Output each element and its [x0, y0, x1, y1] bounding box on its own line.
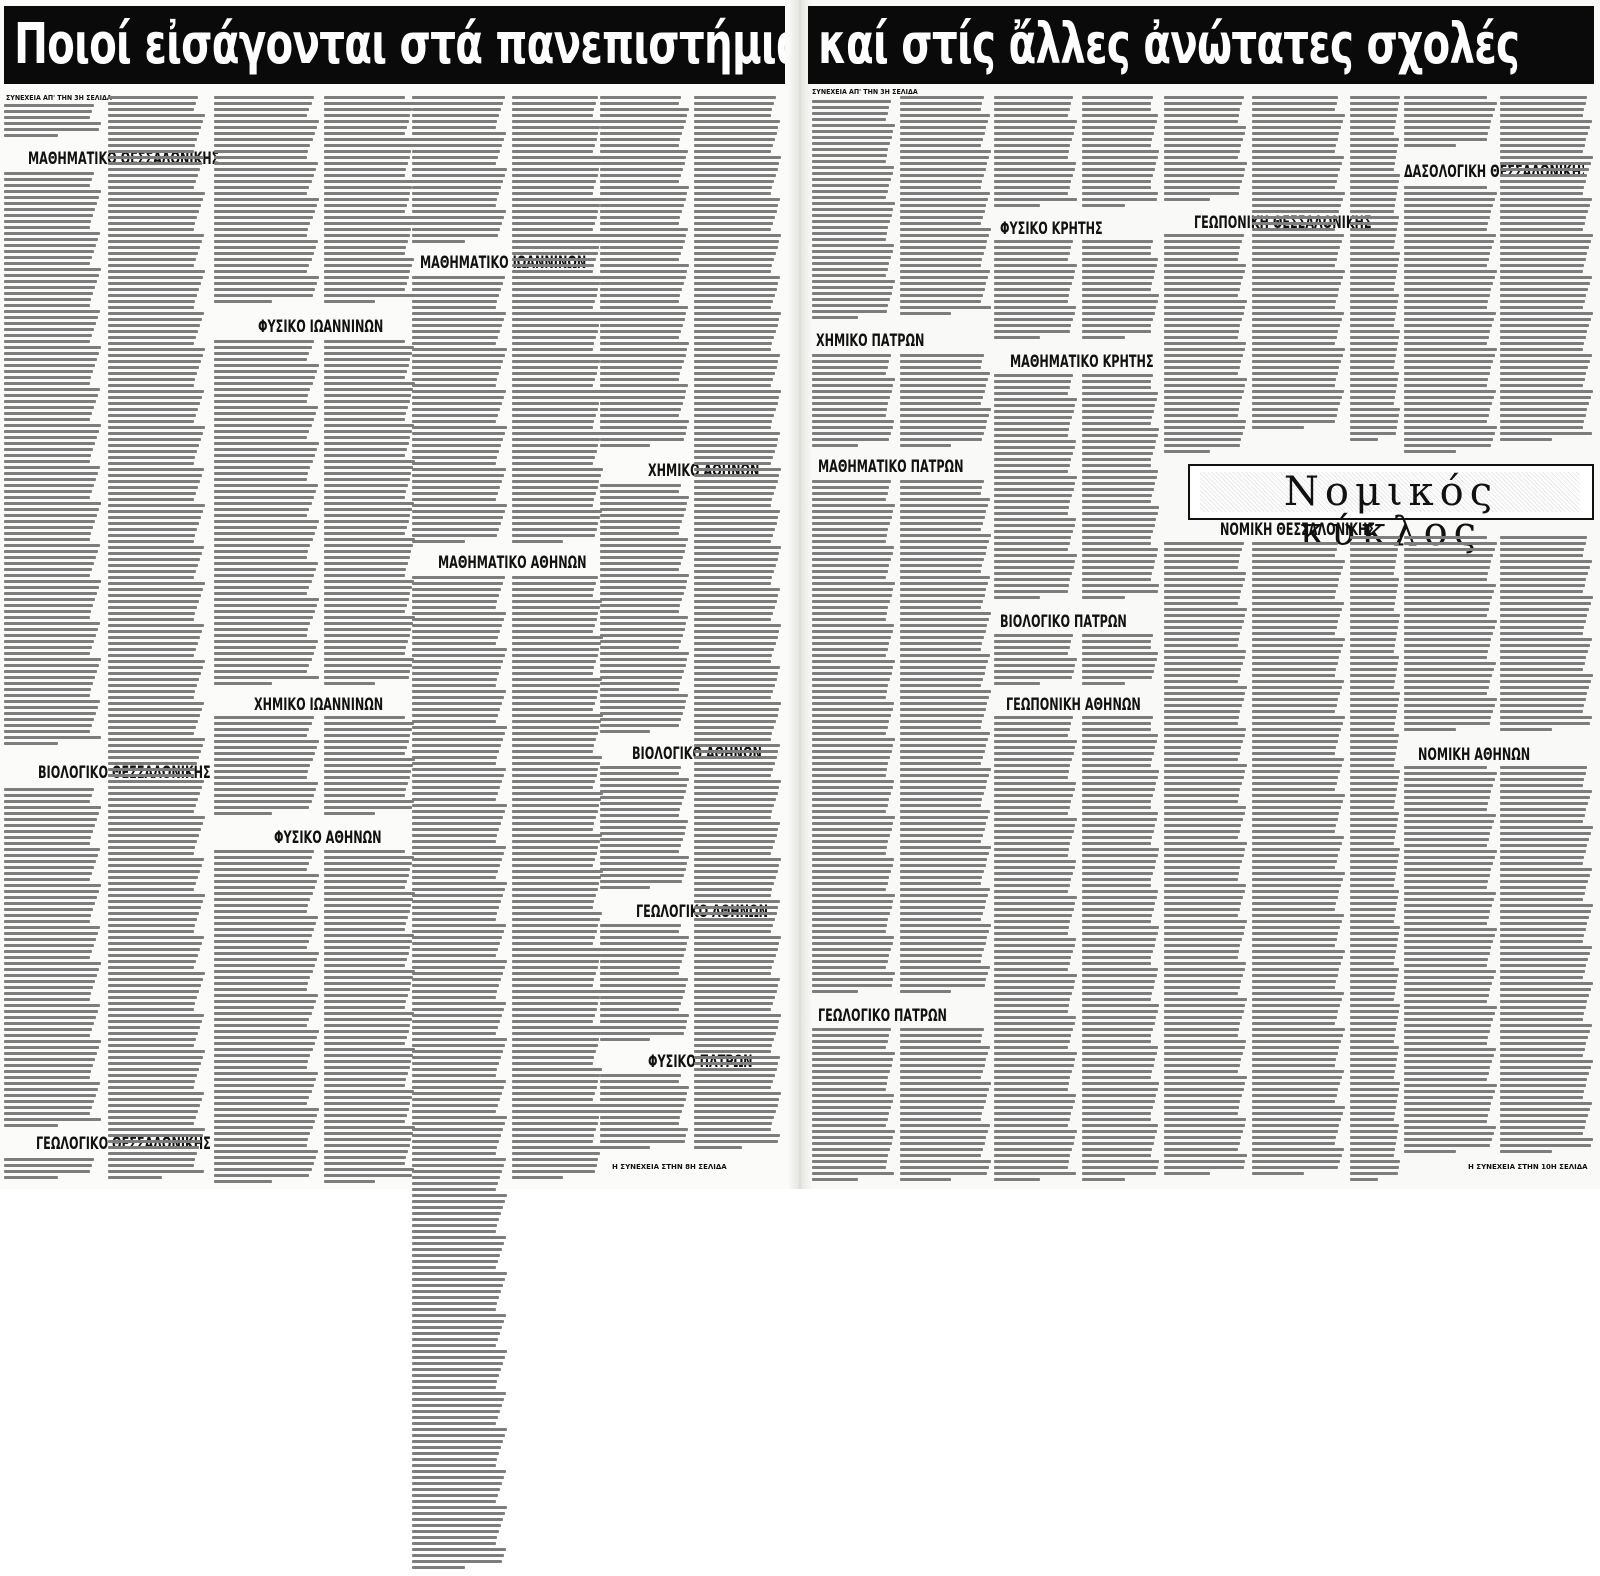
section-heading: ΜΑΘΗΜΑΤΙΚΟ ΠΑΤΡΩΝ: [818, 457, 964, 477]
text-column-block: [1164, 234, 1248, 456]
text-column-block: [1404, 186, 1498, 456]
continuation-to-next-right: Η ΣΥΝΕΧΕΙΑ ΣΤΗΝ 10Η ΣΕΛΙΔΑ: [1468, 1163, 1588, 1171]
text-column-block: [600, 924, 690, 1044]
text-column-block: [1082, 374, 1160, 604]
text-column-block: [1082, 96, 1160, 210]
text-column-block: [1500, 766, 1594, 1156]
text-column-block: [1500, 96, 1594, 446]
headline-left-text: Ποιοί εἰσάγονται στά πανεπιστήμια: [14, 12, 785, 77]
headline-right: καί στίς ἄλλες ἀνώτατες σχολές: [808, 6, 1594, 84]
text-column-block: [412, 96, 508, 246]
section-heading: ΧΗΜΙΚΟ ΙΩΑΝΝΙΝΩΝ: [254, 695, 384, 715]
section-heading: ΜΑΘΗΜΑΤΙΚΟ ΑΘΗΝΩΝ: [438, 553, 587, 573]
section-heading: ΔΑΣΟΛΟΓΙΚΗ ΘΕΣΣΑΛΟΝΙΚΗΣ: [1404, 162, 1584, 182]
text-column-block: [600, 1074, 690, 1154]
text-column-block: [324, 850, 416, 1186]
text-column-block: [1252, 96, 1346, 436]
text-column-block: [1350, 536, 1400, 1186]
section-heading: ΝΟΜΙΚΗ ΘΕΣΣΑΛΟΝΙΚΗΣ: [1220, 520, 1376, 540]
continuation-to-next-mid: Η ΣΥΝΕΧΕΙΑ ΣΤΗΝ 8Η ΣΕΛΙΔΑ: [612, 1163, 727, 1171]
section-heading: ΦΥΣΙΚΟ ΑΘΗΝΩΝ: [274, 828, 382, 848]
continuation-from-left: ΣΥΝΕΧΕΙΑ ΑΠ' ΤΗΝ 3Η ΣΕΛΙΔΑ: [6, 94, 112, 102]
text-column-block: [900, 1028, 992, 1184]
nomikos-kyklos-box: Νομικός κύκλος: [1188, 464, 1594, 555]
headline-left: Ποιοί εἰσάγονται στά πανεπιστήμια: [4, 6, 785, 84]
box-hatch-background: Νομικός κύκλος: [1200, 469, 1580, 555]
text-column-block: [1404, 766, 1498, 1156]
text-column-block: [994, 716, 1078, 1186]
text-column-block: [600, 766, 690, 894]
text-column-block: [1404, 536, 1498, 736]
text-column-block: [324, 340, 416, 688]
section-heading: ΜΑΘΗΜΑΤΙΚΟ ΚΡΗΤΗΣ: [1010, 352, 1154, 372]
boxed-heading: Νομικός κύκλος: [1283, 469, 1499, 555]
text-column-block: [1500, 536, 1594, 736]
text-column-block: [324, 96, 416, 308]
text-column-block: [512, 96, 604, 546]
section-heading: ΧΗΜΙΚΟ ΠΑΤΡΩΝ: [816, 331, 925, 351]
text-column-block: [812, 354, 896, 450]
continuation-from-right: ΣΥΝΕΧΕΙΑ ΑΠ' ΤΗΝ 3Η ΣΕΛΙΔΑ: [812, 88, 918, 96]
text-column-block: [1404, 96, 1498, 154]
text-column-block: [694, 96, 782, 1156]
text-column-block: [1164, 96, 1248, 206]
text-column-block: [1082, 634, 1160, 688]
section-heading: ΒΙΟΛΟΓΙΚΟ ΠΑΤΡΩΝ: [1000, 612, 1127, 632]
text-column-block: [4, 788, 102, 1130]
text-column-block: [1082, 716, 1160, 1186]
text-column-block: [900, 354, 992, 450]
text-column-block: [812, 1028, 896, 1184]
text-column-block: [4, 104, 102, 144]
text-column-block: [1164, 542, 1248, 1182]
text-column-block: [900, 96, 992, 318]
headline-right-text: καί στίς ἄλλες ἀνώτατες σχολές: [818, 12, 1520, 77]
text-column-block: [812, 480, 896, 998]
text-column-block: [600, 484, 690, 736]
text-column-block: [512, 576, 604, 1186]
text-column-block: [600, 96, 690, 452]
text-column-block: [994, 96, 1078, 210]
text-column-block: [1350, 96, 1400, 446]
page-gutter: [788, 0, 812, 1189]
text-column-block: [812, 100, 896, 322]
text-column-block: [412, 576, 508, 1576]
section-heading: ΒΙΟΛΟΓΙΚΟ ΑΘΗΝΩΝ: [632, 744, 762, 764]
text-column-block: [994, 374, 1078, 604]
text-column-block: [412, 276, 508, 546]
section-heading: ΓΕΩΛΟΓΙΚΟ ΠΑΤΡΩΝ: [818, 1006, 947, 1026]
text-column-block: [1082, 240, 1160, 344]
text-column-block: [1252, 542, 1346, 1182]
text-column-block: [214, 340, 320, 688]
text-column-block: [214, 850, 320, 1186]
text-column-block: [214, 96, 320, 308]
text-column-block: [4, 172, 102, 752]
section-heading: ΦΥΣΙΚΟ ΙΩΑΝΝΙΝΩΝ: [258, 317, 384, 337]
section-heading: ΓΕΩΠΟΝΙΚΗ ΑΘΗΝΩΝ: [1006, 695, 1141, 715]
section-heading: ΝΟΜΙΚΗ ΑΘΗΝΩΝ: [1418, 745, 1531, 765]
section-heading: ΓΕΩΛΟΓΙΚΟ ΘΕΣΣΑΛΟΝΙΚΗΣ: [36, 1134, 211, 1154]
text-column-block: [4, 1158, 102, 1186]
text-column-block: [324, 716, 416, 820]
text-column-block: [214, 716, 320, 820]
text-column-block: [994, 634, 1078, 688]
text-column-block: [108, 96, 206, 1186]
text-column-block: [900, 480, 992, 998]
section-heading: ΦΥΣΙΚΟ ΚΡΗΤΗΣ: [1000, 219, 1103, 239]
text-column-block: [994, 240, 1078, 344]
